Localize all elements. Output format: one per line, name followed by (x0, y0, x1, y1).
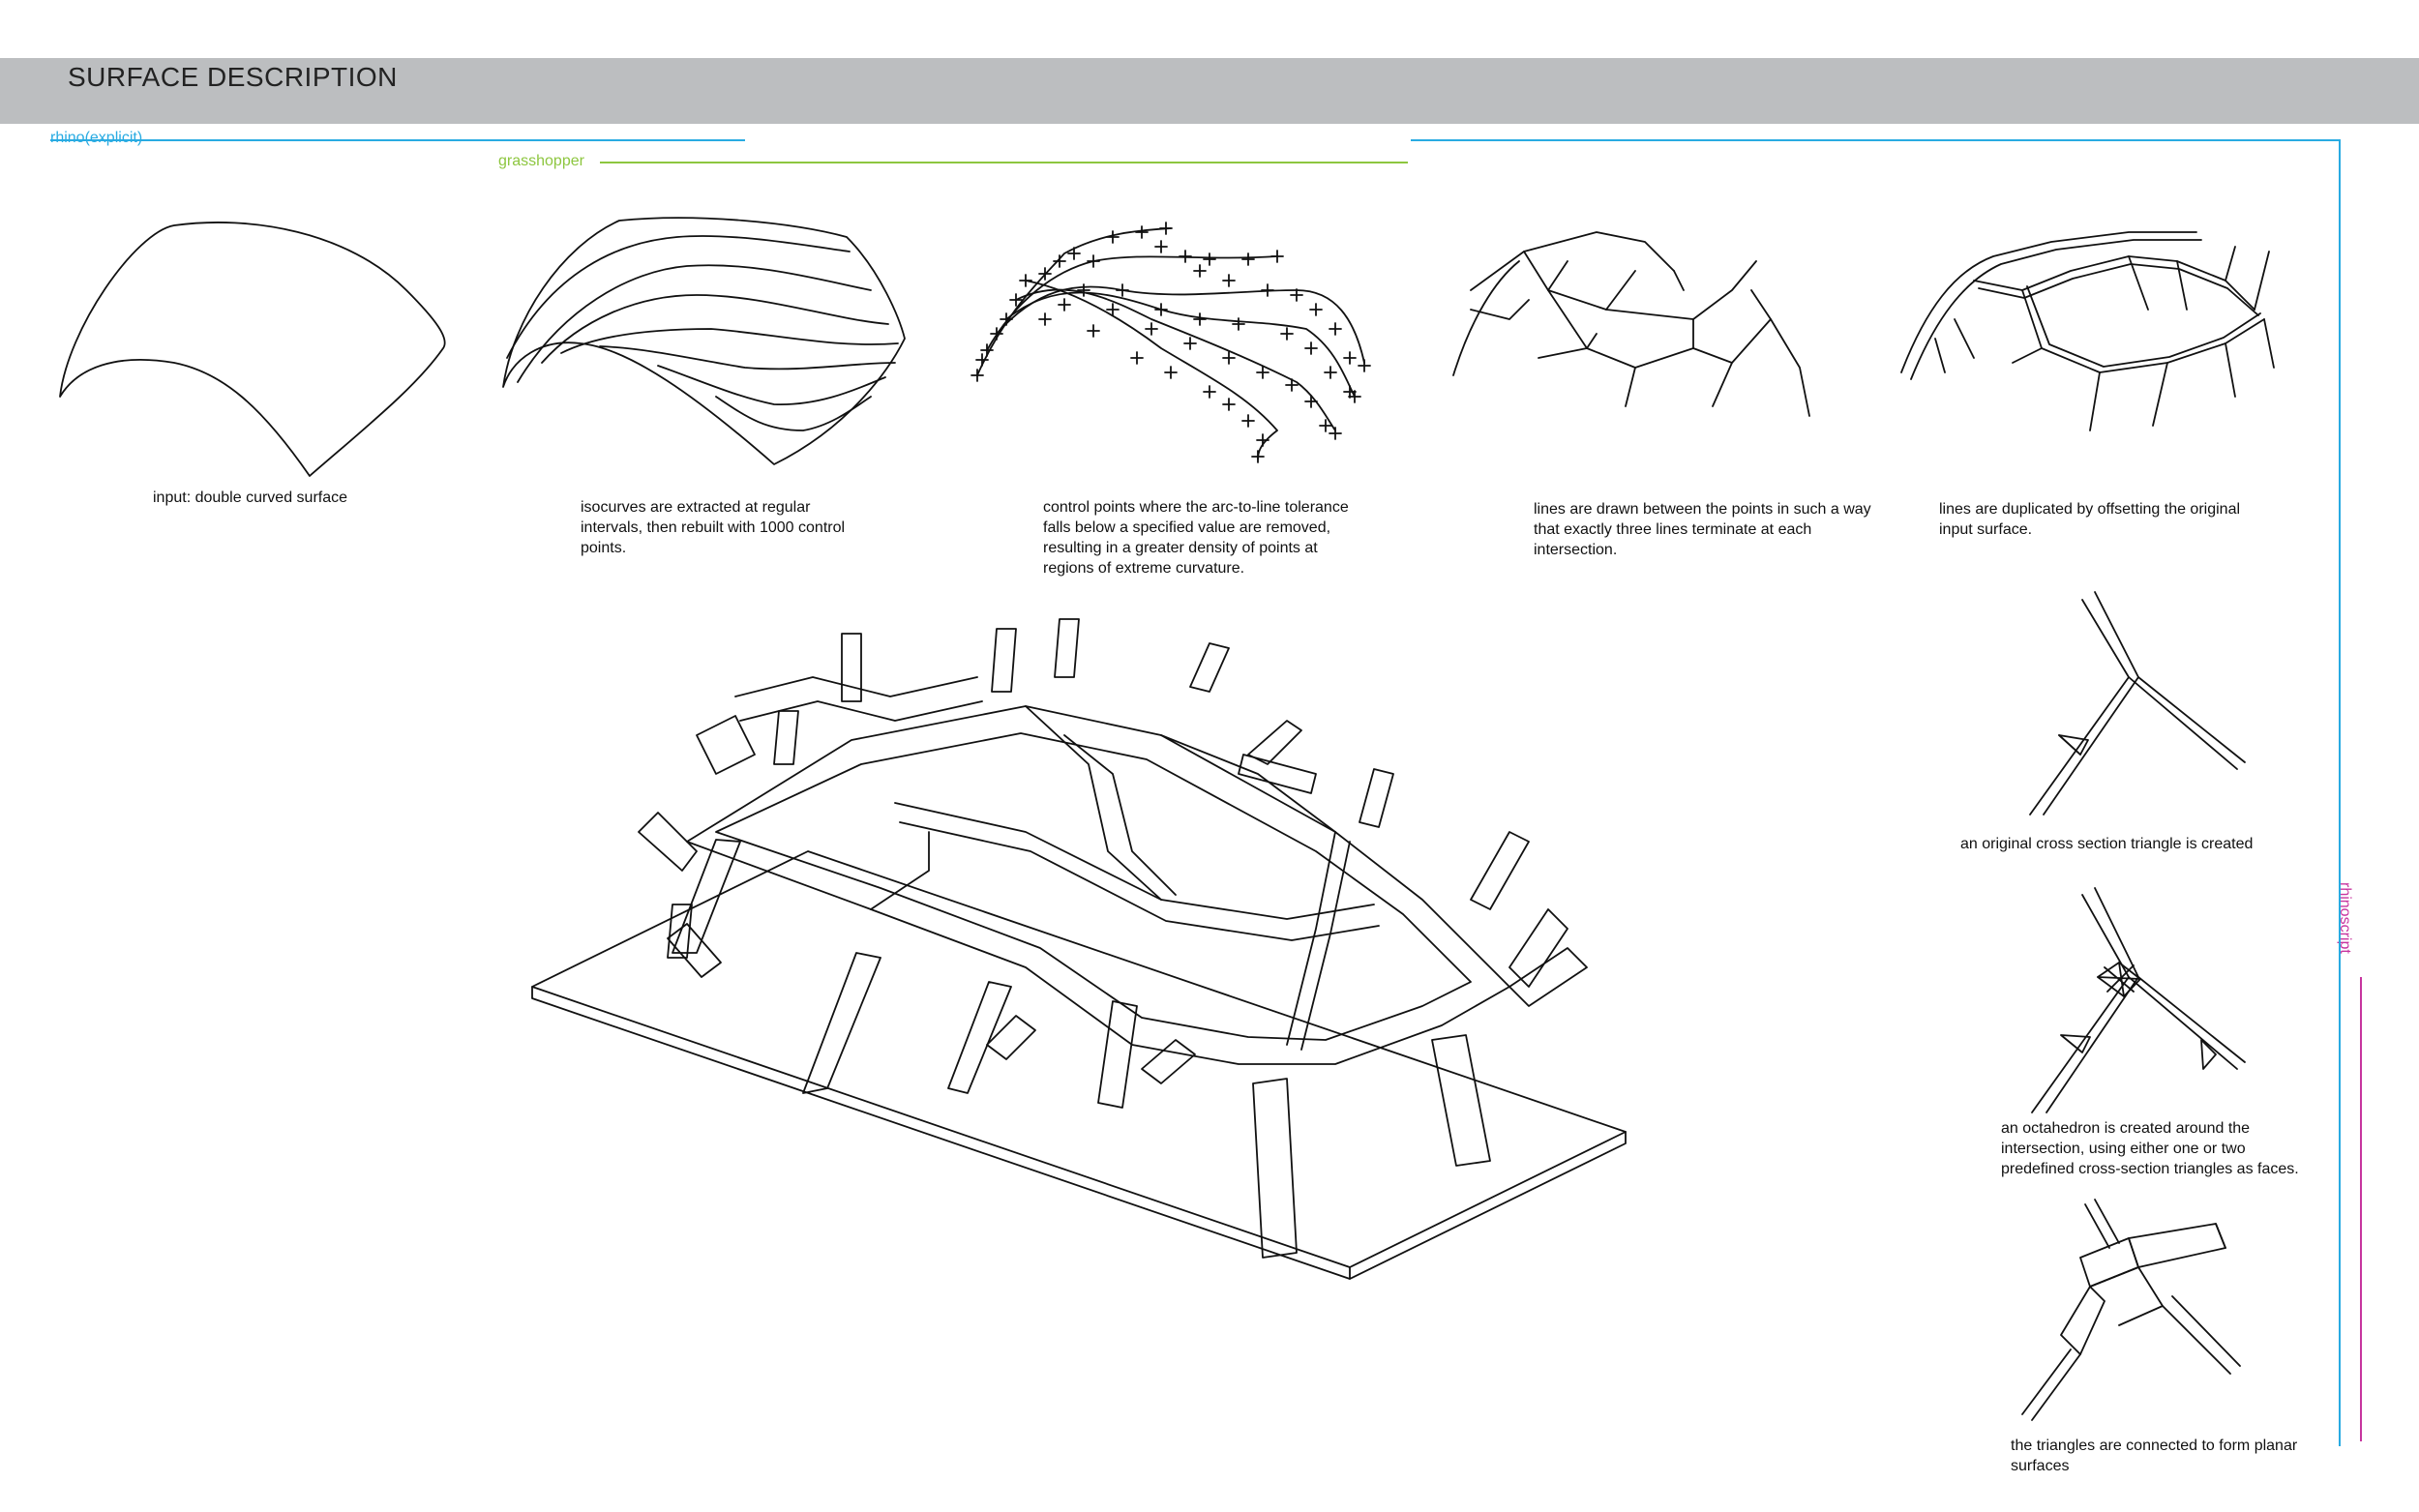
grasshopper-label: grasshopper (498, 153, 584, 169)
rhino-explicit-label: rhino(explicit) (50, 130, 143, 146)
step-5-caption: lines are duplicated by offsetting the o… (1939, 501, 2241, 538)
structure-ring (686, 705, 1510, 1065)
side-step-2-caption: an octahedron is created around the inte… (2001, 1120, 2299, 1177)
structure-beams (734, 676, 1380, 1051)
step-3-caption: control points where the arc-to-line tol… (1043, 499, 1349, 577)
header-bar (0, 58, 2419, 124)
base-plate (531, 850, 1627, 1280)
side-step-1-caption: an original cross section triangle is cr… (1960, 836, 2254, 852)
step-1-caption: input: double curved surface (153, 489, 348, 506)
side-step-3-caption: the triangles are connected to form plan… (2011, 1438, 2298, 1474)
structure-legs (638, 618, 1588, 1259)
step-2-caption: isocurves are extracted at regular inter… (581, 499, 846, 556)
control-point-markers (971, 222, 1371, 463)
step-4-caption: lines are drawn between the points in su… (1534, 501, 1871, 558)
page-title: SURFACE DESCRIPTION (68, 62, 398, 92)
